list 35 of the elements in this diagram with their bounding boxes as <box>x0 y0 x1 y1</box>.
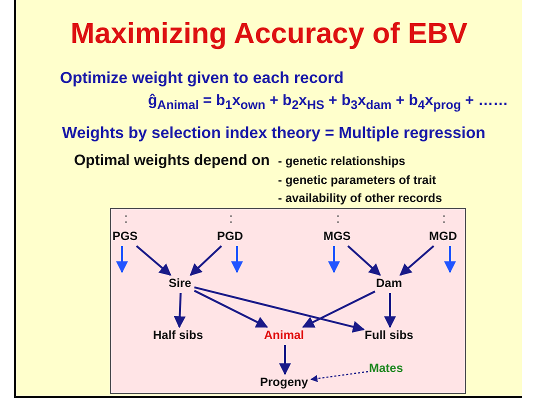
arrow <box>347 245 381 276</box>
arrow <box>399 245 434 276</box>
node-label: Dam <box>376 276 402 290</box>
arrow <box>194 290 268 328</box>
arrow <box>328 246 340 274</box>
arrow <box>190 245 222 276</box>
arrow <box>116 246 128 274</box>
arrow <box>136 245 172 276</box>
text-line: - availability of other records <box>278 191 442 205</box>
node-label: MGD <box>429 229 457 243</box>
node-label: Mates <box>369 361 403 375</box>
node-label: PGS <box>112 229 138 243</box>
arrow <box>174 292 186 328</box>
text-line: Optimal weights depend on <box>74 152 270 169</box>
node-label: PGD <box>217 229 243 243</box>
node-label: Animal <box>264 328 304 342</box>
text-line: - genetic parameters of trait <box>278 173 436 187</box>
text-line: - genetic relationships <box>278 154 406 168</box>
slide-title: Maximizing Accuracy of EBV <box>70 18 468 51</box>
arrow <box>194 286 365 333</box>
arrow <box>444 246 456 274</box>
node-label: Half sibs <box>153 328 203 342</box>
node-label: MGS <box>323 229 351 243</box>
arrow <box>302 290 376 328</box>
arrow <box>231 246 243 274</box>
node-label: Progeny <box>260 375 308 389</box>
diagram-panel <box>110 208 466 394</box>
arrow <box>310 371 368 382</box>
arrow <box>279 345 291 376</box>
text-line: Optimize weight given to each record <box>60 70 344 88</box>
arrow <box>384 293 396 328</box>
text-line: Weights by selection index theory = Multiple regression <box>62 125 486 143</box>
node-label: Full sibs <box>364 328 414 342</box>
node-label: Sire <box>168 276 192 290</box>
text-line: ĝ$_{Animal}$ = b$_{1}$x$_{own}$ + b$_{2}$x$_{HS}$ + b$_{3}$x$_{dam}$ + b$_{4}$x$_{prog}$ + …… <box>148 92 508 112</box>
